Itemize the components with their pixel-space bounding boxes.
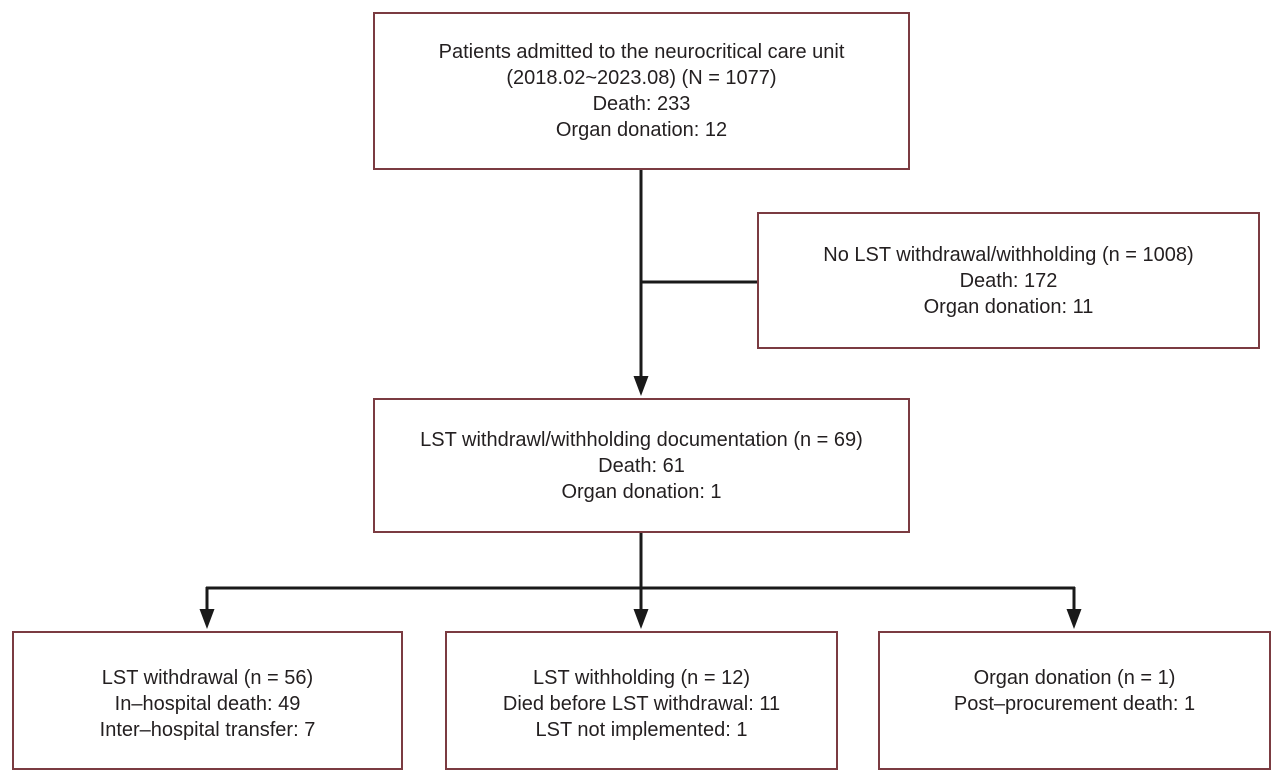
box-text-line: Patients admitted to the neurocritical c…: [438, 41, 845, 63]
box-text-line: Death: 61: [598, 454, 685, 477]
box-text-line: Organ donation: 12: [555, 119, 728, 141]
box-text-line: No LST withdrawal/withholding (n = 1008): [823, 243, 1194, 266]
box-no-lst-withdrawal-withholding: No LST withdrawal/withholding (n = 1008)…: [757, 212, 1260, 349]
box-lst-documentation: LST withdrawl/withholding documentation …: [373, 398, 910, 533]
box-text-line: Organ donation: 1: [561, 480, 722, 503]
box-text-line: Post–procurement death: 1: [953, 693, 1196, 715]
arrowhead-withholding: [633, 609, 649, 629]
arrowhead-to-documentation: [633, 376, 649, 396]
arrowhead-withdrawal: [199, 609, 215, 629]
box-text-line: Died before LST withdrawal: 11: [502, 693, 781, 715]
box-text-line: LST withholding (n = 12): [533, 667, 750, 689]
box-text-line: LST withdrawal (n = 56): [101, 667, 314, 689]
arrowhead-organ-donation: [1066, 609, 1082, 629]
box-text-line: In–hospital death: 49: [114, 693, 301, 715]
box-text-line: Death: 233: [592, 93, 691, 115]
box-text-line: (2018.02~2023.08) (N = 1077): [506, 67, 777, 89]
box-text-line: Organ donation: 11: [923, 295, 1094, 318]
box-lst-withholding: LST withholding (n = 12) Died before LST…: [445, 631, 838, 770]
box-text-line: Death: 172: [959, 269, 1058, 292]
box-organ-donation: Organ donation (n = 1) Post–procurement …: [878, 631, 1271, 770]
box-text-line: LST not implemented: 1: [535, 719, 748, 741]
box-text-line: Inter–hospital transfer: 7: [99, 719, 316, 741]
box-lst-withdrawal: LST withdrawal (n = 56) In–hospital deat…: [12, 631, 403, 770]
box-text-line: Organ donation (n = 1): [973, 667, 1176, 689]
box-text-line: LST withdrawl/withholding documentation …: [420, 428, 863, 451]
box-admitted: Patients admitted to the neurocritical c…: [373, 12, 910, 170]
